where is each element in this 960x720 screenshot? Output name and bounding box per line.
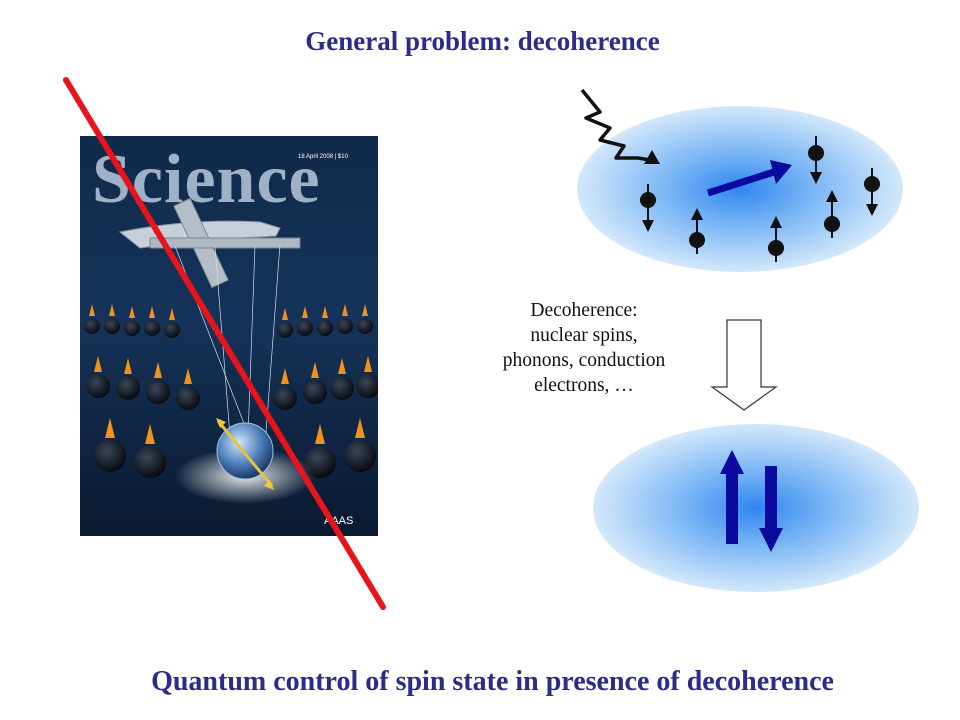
small-spin-down-2-icon (808, 136, 824, 184)
decoherence-line-3: phonons, conduction (502, 350, 666, 371)
decoherence-line-1: Decoherence: (530, 300, 638, 321)
small-spin-up-1-icon (689, 208, 705, 254)
cover-date: 18 April 2008 | $10 (298, 154, 349, 160)
slide-title: General problem: decoherence (305, 26, 660, 56)
small-spin-down-1-icon (640, 184, 656, 232)
spin-up-arrow-icon (720, 450, 744, 544)
photon-wave-icon (580, 88, 651, 162)
tilted-spin-arrow-icon (706, 160, 792, 197)
bottom-cloud (593, 424, 919, 592)
decoherence-line-4: electrons, … (534, 375, 634, 396)
spin-down-arrow-icon (759, 466, 783, 552)
cover-masthead: Science (92, 141, 321, 218)
top-cloud (577, 106, 903, 272)
strike-through-line (63, 77, 386, 610)
decoherence-caption: Decoherence: nuclear spins, phonons, con… (462, 298, 706, 398)
transition-arrow-icon (710, 319, 778, 411)
bottom-title: Quantum control of spin state in presenc… (151, 666, 834, 697)
small-spin-up-2-icon (768, 216, 784, 262)
science-cover-image: Science 18 April 2008 | $10 AAAS (80, 136, 378, 536)
decoherence-line-2: nuclear spins, (530, 325, 638, 346)
small-spin-down-3-icon (864, 168, 880, 216)
small-spin-up-3-icon (824, 190, 840, 238)
